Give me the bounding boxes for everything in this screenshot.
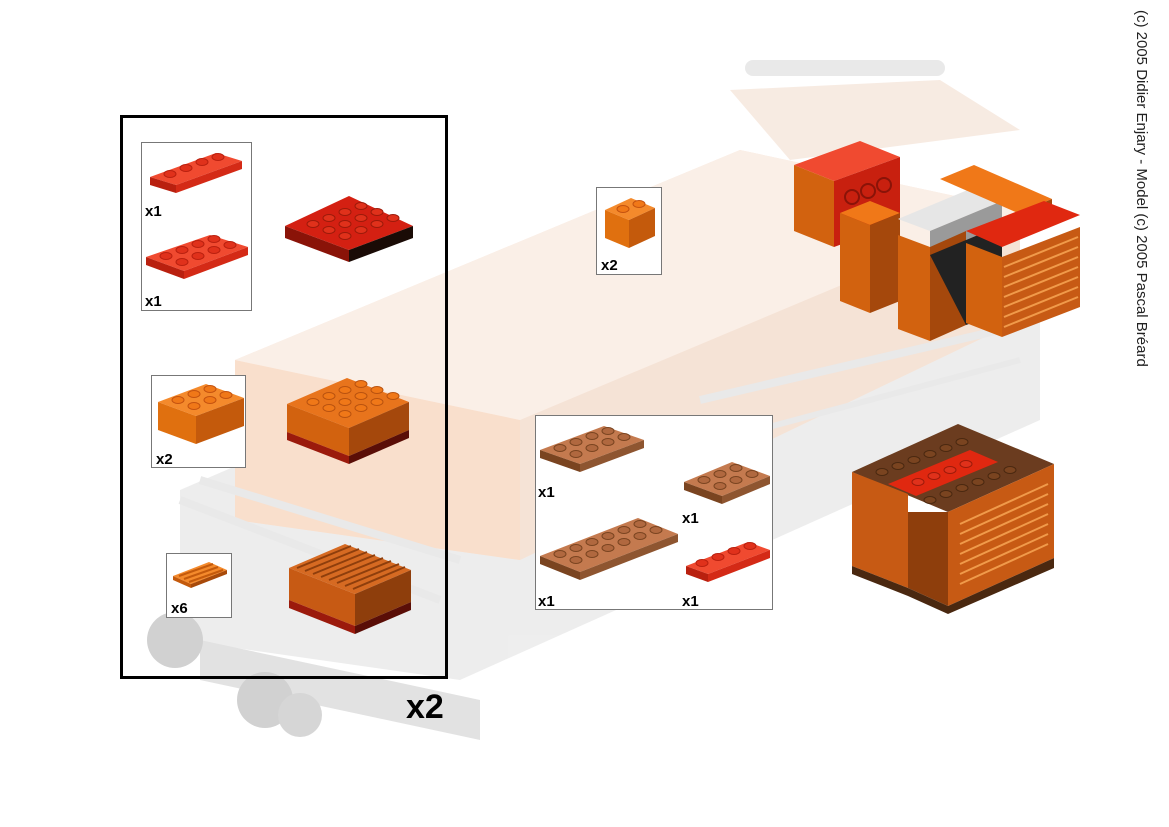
- orange-brick-assembly-icon: [287, 378, 409, 464]
- part-qty: x1: [682, 593, 699, 610]
- main-bottom-parts-box: x1 x1 x1 x1: [535, 415, 773, 610]
- copyright-notice: (c) 2005 Didier Enjary - Model (c) 2005 …: [1133, 10, 1150, 367]
- grille-brick-assembly-icon: [289, 544, 411, 634]
- brown-plate-2x4-icon: [540, 426, 644, 472]
- step1-parts-box: x1 x1: [141, 142, 252, 311]
- part-qty: x2: [601, 257, 618, 274]
- step3-parts-box: x6: [166, 553, 232, 618]
- orange-brick-2x3-icon: [158, 384, 244, 444]
- red-plate-1x4-icon: [150, 153, 242, 193]
- part-qty: x1: [145, 293, 162, 310]
- subassembly-frame: [120, 115, 448, 679]
- main-assembly-result-icon: [852, 424, 1054, 614]
- part-qty: x1: [145, 203, 162, 220]
- orange-grille-tile-icon: [173, 562, 227, 588]
- main-assembly-in-progress-icon: [794, 141, 1080, 341]
- red-plate-2x4-icon: [146, 235, 248, 279]
- main-top-parts-box: x2: [596, 187, 662, 275]
- red-plate-assembly-icon: [285, 196, 413, 262]
- part-qty: x1: [538, 593, 555, 610]
- part-qty: x6: [171, 600, 188, 617]
- part-qty: x1: [538, 484, 555, 501]
- brown-plate-2x3-icon: [684, 462, 770, 504]
- step2-parts-box: x2: [151, 375, 246, 468]
- orange-brick-1x2-icon: [605, 198, 655, 248]
- red-plate-1x4-icon: [686, 542, 770, 582]
- brown-plate-2x6-icon: [540, 518, 678, 580]
- part-qty: x2: [156, 451, 173, 468]
- part-qty: x1: [682, 510, 699, 527]
- subassembly-multiplier: x2: [406, 688, 444, 726]
